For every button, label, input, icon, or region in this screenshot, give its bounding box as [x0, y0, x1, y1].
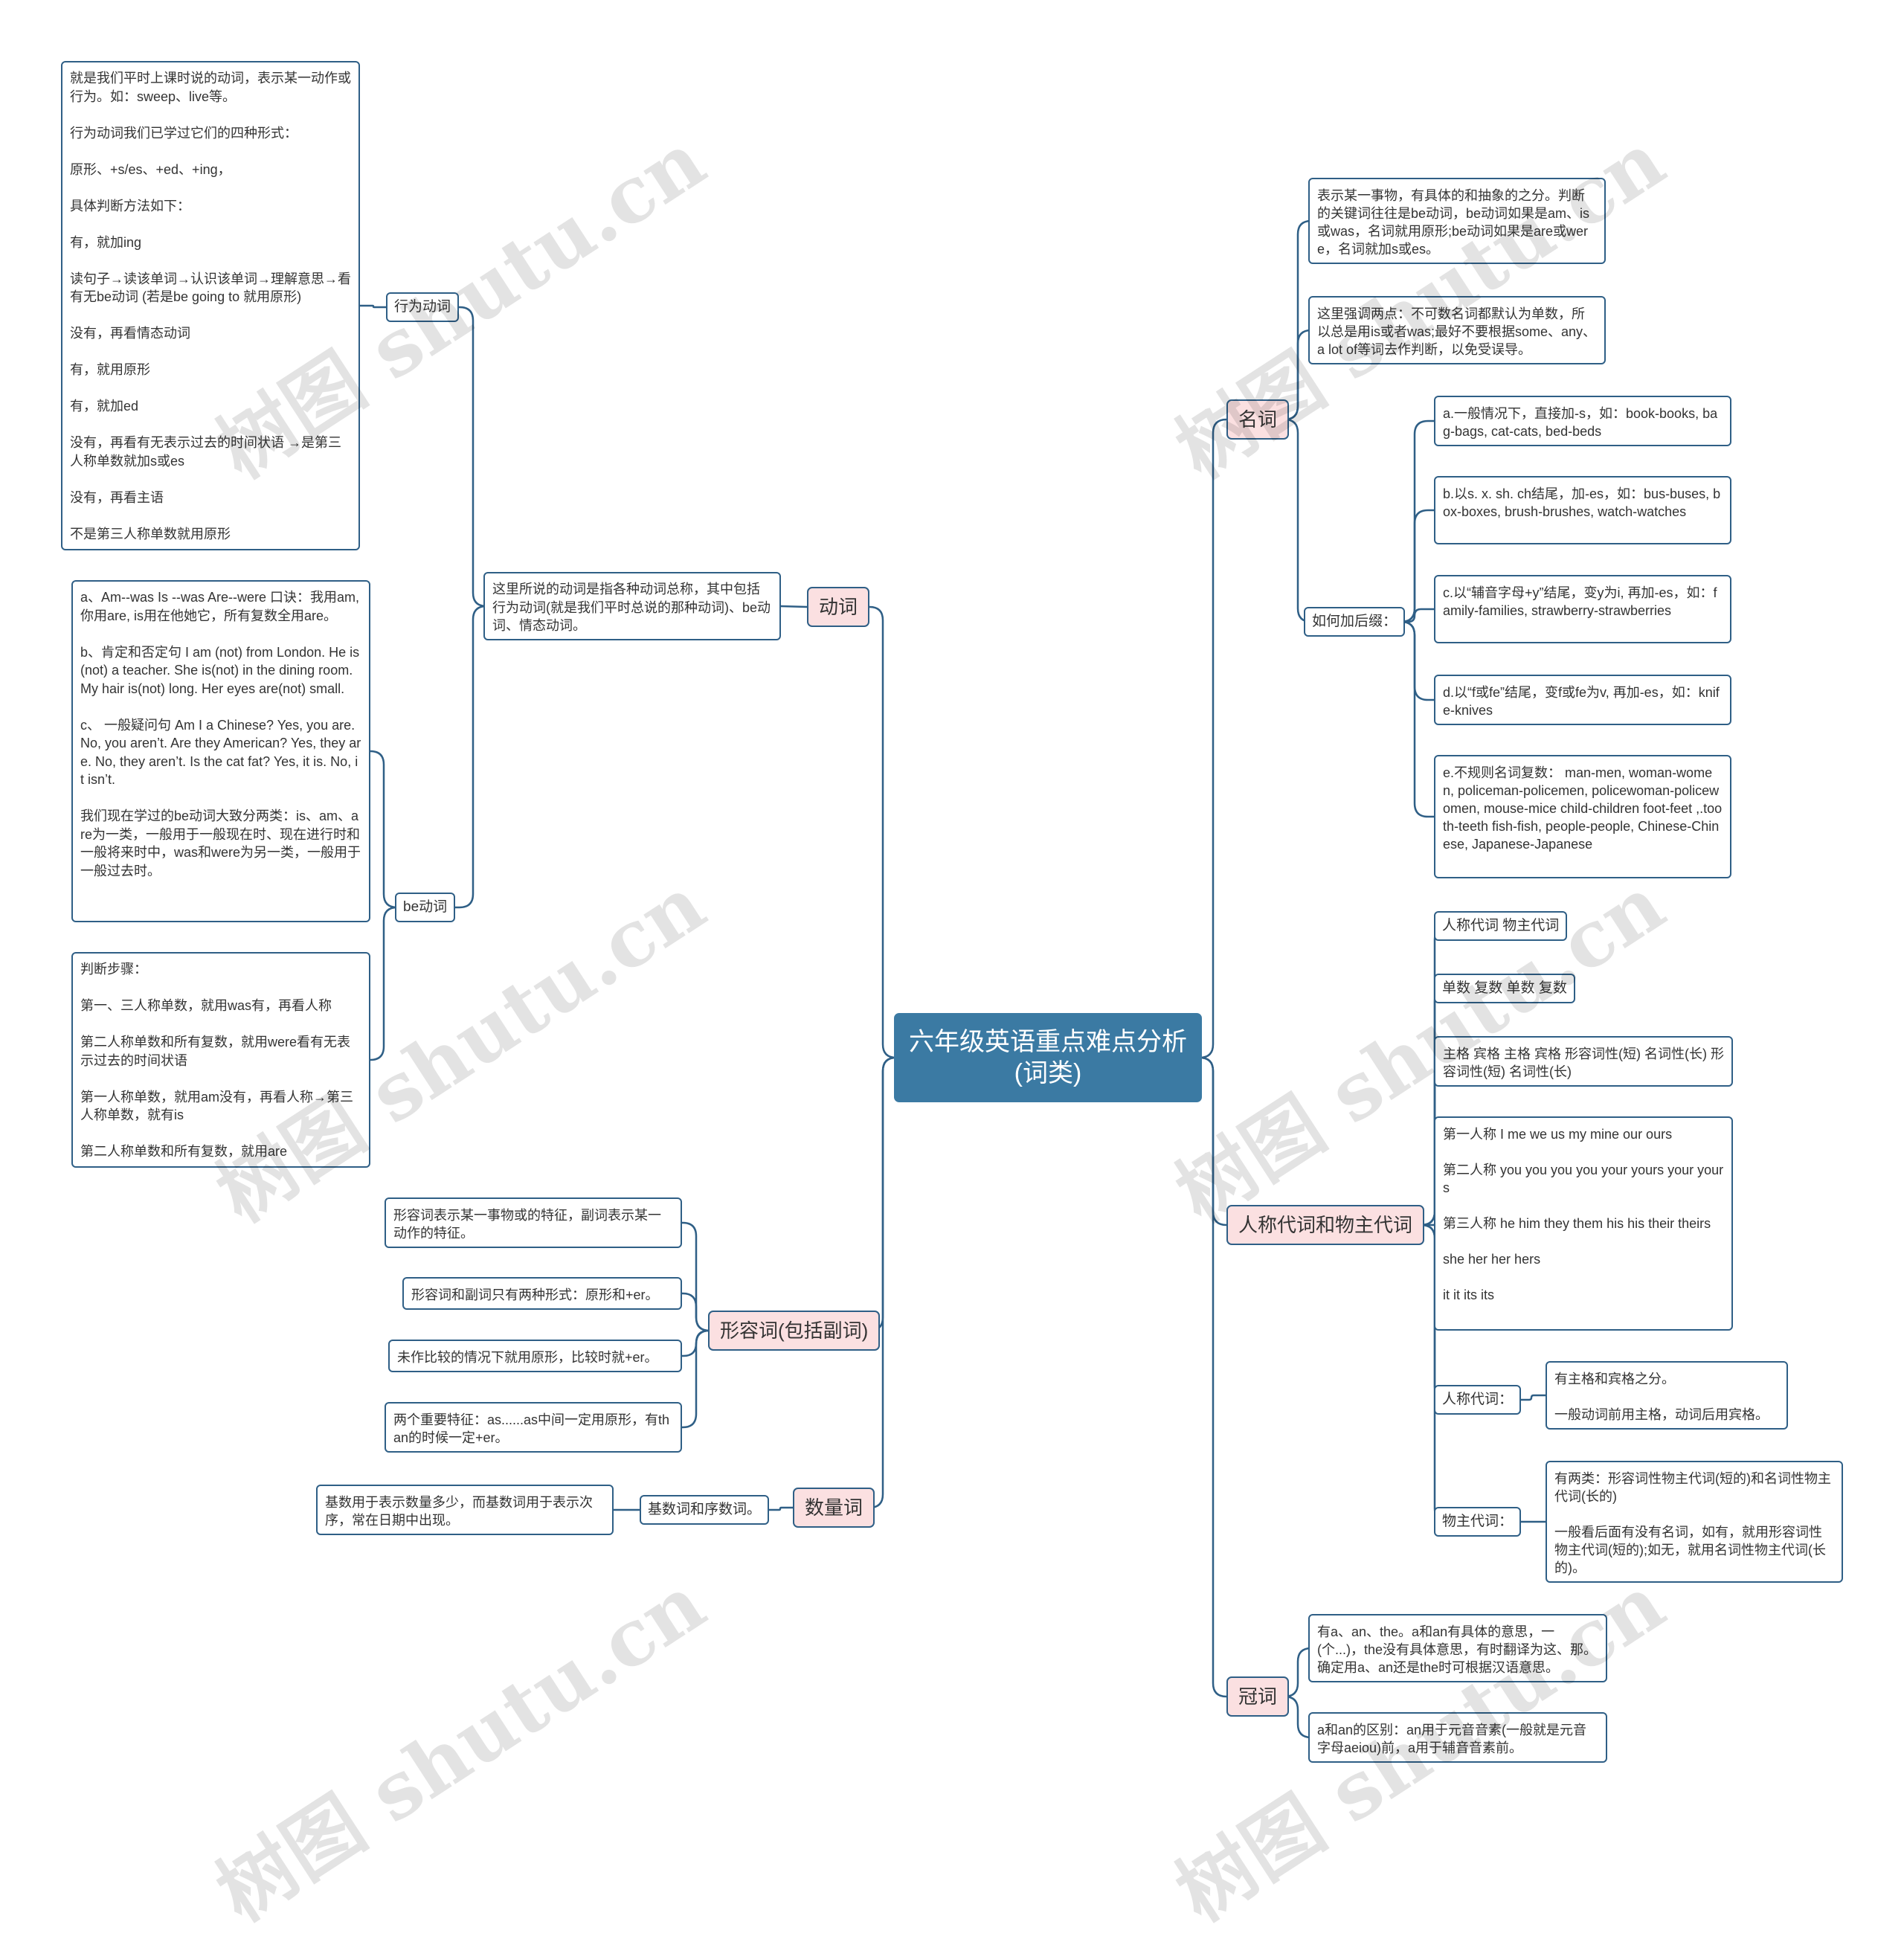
personal-pronoun-label[interactable]: 人称代词： — [1434, 1385, 1522, 1415]
connector-line — [1284, 1647, 1312, 1698]
connector-line — [682, 1329, 710, 1429]
branch-verb[interactable]: 动词 — [807, 587, 870, 627]
connector-line — [1199, 418, 1227, 1059]
personal-pronoun-text: 有主格和宾格之分。 一般动词前用主格，动词后用宾格。 — [1546, 1361, 1788, 1430]
pronoun-table: 第一人称 I me we us my mine our ours 第二人称 yo… — [1434, 1116, 1733, 1331]
article-text: 有a、an、the。a和an有具体的意思，一(个...)，the没有具体意思，有… — [1308, 1614, 1607, 1682]
suffix-rule: a.一般情况下，直接加-s，如：book-books, bag-bags, ca… — [1434, 396, 1731, 446]
suffix-rule: b.以s. x. sh. ch结尾，加-es，如：bus-buses, box-… — [1434, 476, 1731, 544]
connector-line — [370, 906, 398, 1061]
numeral-sub-label[interactable]: 基数词和序数词。 — [640, 1495, 770, 1525]
adjective-item: 未作比较的情况下就用原形，比较时就+er。 — [388, 1340, 682, 1372]
connector-line — [1400, 509, 1434, 623]
connector-line — [780, 605, 808, 608]
branch-noun[interactable]: 名词 — [1226, 399, 1290, 440]
pronoun-header: 单数 复数 单数 复数 — [1434, 974, 1575, 1003]
connector-line — [1400, 620, 1434, 818]
be-verb-text-steps: 判断步骤： 第一、三人称单数，就用was有，再看人称 第二人称单数和所有复数，就… — [71, 952, 370, 1168]
be-verb-text-rules: a、Am--was Is --was Are--were 口诀：我用am, 你用… — [71, 580, 370, 922]
possessive-pronoun-text: 有两类：形容词性物主代词(短的)和名词性物主代词(长的) 一般看后面有没有名词，… — [1546, 1461, 1843, 1583]
connector-line — [1284, 1695, 1312, 1739]
action-verb-label[interactable]: 行为动词 — [386, 292, 460, 322]
suffix-rule: e.不规则名词复数： man-men, woman-women, policem… — [1434, 755, 1731, 878]
suffix-rule: d.以“f或fe”结尾，变f或fe为v, 再加-es，如：knife-knive… — [1434, 675, 1731, 725]
action-verb-text: 就是我们平时上课时说的动词，表示某一动作或行为。如：sweep、live等。 行… — [61, 61, 360, 550]
branch-numeral[interactable]: 数量词 — [793, 1488, 875, 1528]
connector-line — [455, 605, 487, 909]
connector-line — [869, 1056, 897, 1509]
root-topic[interactable]: 六年级英语重点难点分析(词类) — [894, 1013, 1202, 1102]
connector-line — [1284, 329, 1312, 421]
article-difference: a和an的区别：an用于元音音素(一般就是元音字母aeiou)前，a用于辅音音素… — [1308, 1712, 1607, 1763]
connector-line — [459, 306, 487, 608]
connector-line — [682, 1292, 710, 1332]
noun-emphasis: 这里强调两点：不可数名词都默认为单数，所以总是用is或者was;最好不要根据so… — [1308, 296, 1606, 364]
connector-line — [769, 1506, 793, 1511]
noun-definition: 表示某一事物，有具体的和抽象的之分。判断的关键词往往是be动词，be动词如果是a… — [1308, 178, 1606, 264]
suffix-rule: c.以“辅音字母+y”结尾，变y为i, 再加-es，如：family-famil… — [1434, 575, 1731, 643]
adjective-item: 形容词和副词只有两种形式：原形和+er。 — [402, 1277, 682, 1310]
connector-line — [1400, 419, 1434, 623]
be-verb-label[interactable]: be动词 — [395, 893, 456, 922]
verb-summary: 这里所说的动词是指各种动词总称，其中包括行为动词(就是我们平时总说的那种动词)、… — [483, 572, 781, 640]
branch-article[interactable]: 冠词 — [1226, 1676, 1290, 1717]
pronoun-header: 主格 宾格 主格 宾格 形容词性(短) 名词性(长) 形容词性(短) 名词性(长… — [1434, 1036, 1733, 1087]
connector-line — [1400, 620, 1434, 701]
pronoun-header: 人称代词 物主代词 — [1434, 911, 1568, 941]
root-title: 六年级英语重点难点分析(词类) — [909, 1028, 1187, 1087]
connector-line — [1199, 1056, 1227, 1698]
possessive-pronoun-label[interactable]: 物主代词： — [1434, 1507, 1522, 1537]
branch-pronoun[interactable]: 人称代词和物主代词 — [1226, 1205, 1425, 1245]
connector-line — [360, 304, 386, 309]
adjective-item: 两个重要特征：as......as中间一定用原形，有than的时候一定+er。 — [385, 1402, 682, 1453]
connector-line — [370, 750, 398, 909]
noun-suffix-label[interactable]: 如何加后缀： — [1304, 607, 1406, 637]
adjective-item: 形容词表示某一事物或的特征，副词表示某一动作的特征。 — [385, 1197, 682, 1248]
connector-line — [1521, 1394, 1546, 1401]
connector-line — [1284, 418, 1312, 623]
connector-line — [1405, 608, 1434, 623]
numeral-text: 基数用于表示数量多少，而基数词用于表示次序，常在日期中出现。 — [316, 1485, 614, 1535]
branch-adjective[interactable]: 形容词(包括副词) — [708, 1311, 881, 1351]
connector-line — [869, 605, 897, 1059]
